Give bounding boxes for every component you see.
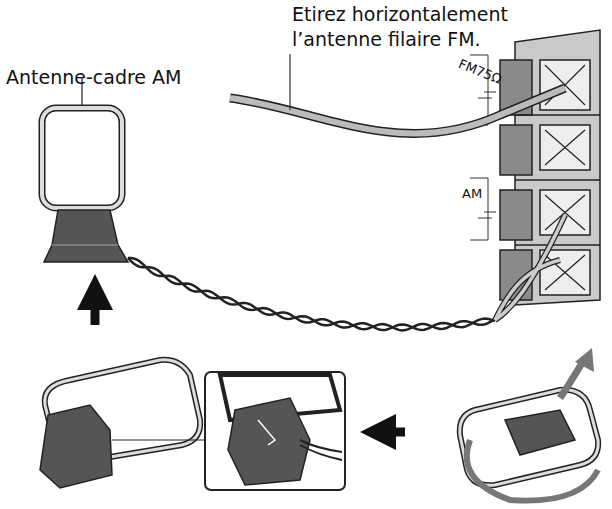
loop-antenna-rotate	[460, 348, 598, 501]
fm-wire	[230, 88, 565, 133]
arrow	[91, 292, 100, 325]
loop-antenna	[42, 78, 128, 262]
inset-detail	[205, 372, 345, 490]
twisted-wire	[128, 258, 495, 330]
arrow	[378, 428, 405, 437]
part-name: Antenne-cadre AM	[6, 66, 181, 89]
instruction-label: Etirez horizontalement l’antenne filaire…	[292, 2, 532, 51]
twisted-wire	[128, 258, 495, 330]
loop-antenna-flat	[40, 360, 205, 488]
terminal-label: AM	[462, 186, 482, 202]
leader-line	[289, 54, 290, 110]
am-wire	[128, 258, 495, 330]
terminal-label: FM75Ω	[456, 56, 504, 87]
